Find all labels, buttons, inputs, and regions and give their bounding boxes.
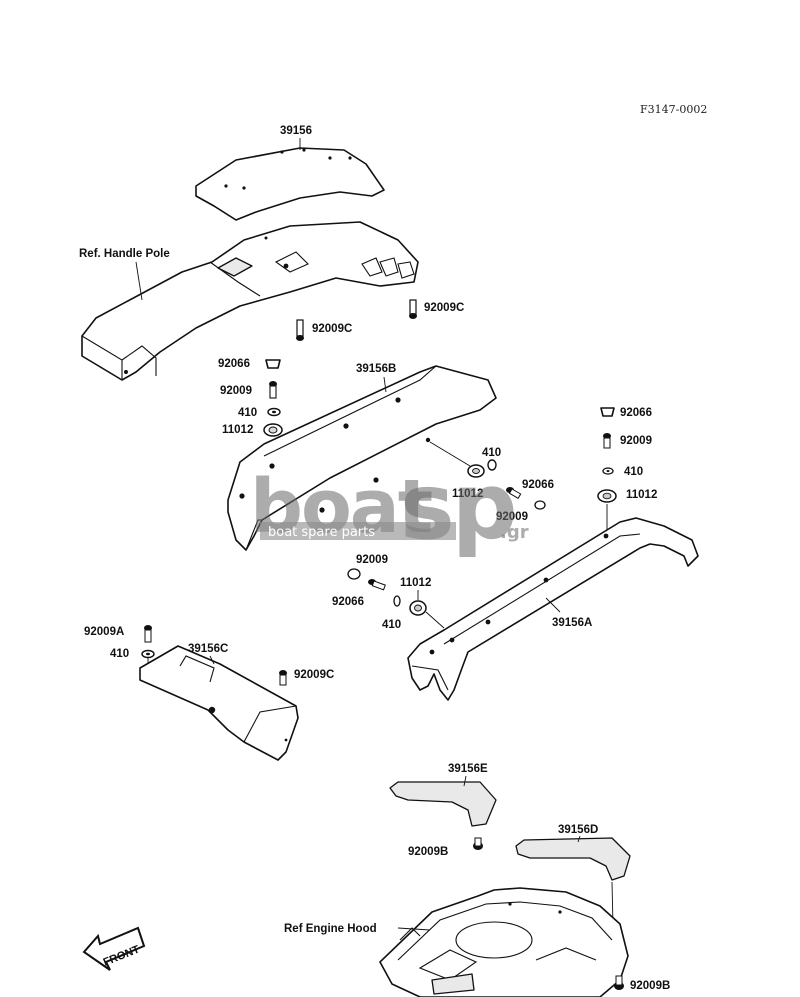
label-11012-d: 11012 [400,577,431,589]
part-39156C-bracket [139,645,299,761]
front-arrow-icon: FRONT [82,926,146,971]
label-11012-b: 11012 [452,488,483,500]
label-39156E: 39156E [448,763,488,775]
watermark-suffix: .gr [500,522,529,543]
grommet-11012-c [597,489,617,503]
label-92009-b: 92009 [496,511,528,523]
label-92066-a: 92066 [218,358,250,370]
watermark-logo: boat sp .gr boat spare parts [250,453,529,560]
washer-410-c [602,467,614,475]
part-39156-cover [195,147,385,221]
label-410-c: 410 [624,466,643,478]
label-11012-c: 11012 [626,489,657,501]
grommet-11012-d [409,600,427,616]
label-92009C-left: 92009C [312,323,352,335]
leader-39156C [209,655,215,665]
label-92009C-right: 92009C [424,302,464,314]
label-410-d: 410 [382,619,401,631]
washer-410-a [267,407,281,417]
part-39156D [515,837,631,881]
label-92066-c: 92066 [620,407,652,419]
part-39156B-cover [227,365,497,551]
screw-92009-b [506,487,522,500]
screw-92009C-lower [279,670,287,686]
cap-92066-d [347,568,361,580]
washer-410-d [393,595,401,607]
label-39156A: 39156A [552,617,592,629]
label-39156: 39156 [280,125,312,137]
leader-engine-hood [397,927,431,931]
screw-92009-c [603,433,611,449]
leader-39156A [545,597,561,613]
screw-92009A [144,625,152,643]
ref-handle-pole: Ref. Handle Pole [79,248,170,260]
watermark-brand-right: sp [400,453,515,560]
leader-grommet-d [425,611,445,629]
label-92066-d: 92066 [332,596,364,608]
label-92009A: 92009A [84,626,124,638]
label-39156C: 39156C [188,643,228,655]
label-92009-c: 92009 [620,435,652,447]
part-39156E [389,781,497,827]
screw-92009B-upper [473,837,483,850]
screw-92009-d [368,579,386,591]
label-92009B-lower: 92009B [630,980,670,992]
screw-92009C-left [296,319,304,341]
grommet-11012-a [263,423,283,437]
washer-410-e [141,649,155,659]
label-92009C-lower: 92009C [294,669,334,681]
label-410-e: 410 [110,648,129,660]
watermark-tagline: boat spare parts [268,525,375,540]
washer-410-b [487,459,497,471]
cap-92066-c [600,407,615,417]
label-92009-d: 92009 [356,554,388,566]
handle-pole [81,221,419,381]
label-410-a: 410 [238,407,257,419]
screw-92009B-lower [614,975,624,990]
grommet-11012-b [467,464,485,478]
leader-39156D [577,835,581,843]
diagram-code: F3147-0002 [640,103,707,116]
engine-hood [379,887,629,997]
label-39156D: 39156D [558,824,598,836]
cap-92066-b [534,500,546,510]
screw-92009C-right [409,299,417,319]
label-39156B: 39156B [356,363,396,375]
label-410-b: 410 [482,447,501,459]
part-39156A-bracket [407,517,699,701]
leader-39156B [383,376,387,393]
screw-92009-a [269,381,277,399]
leader-39156E [463,775,467,787]
leader-handle-pole [135,261,143,301]
label-92066-b: 92066 [522,479,554,491]
cap-92066-a [265,359,281,369]
label-92009-a: 92009 [220,385,252,397]
label-11012-a: 11012 [222,424,253,436]
label-92009B-upper: 92009B [408,846,448,858]
leader-grommet-b [429,441,471,467]
ref-engine-hood: Ref Engine Hood [284,923,377,935]
